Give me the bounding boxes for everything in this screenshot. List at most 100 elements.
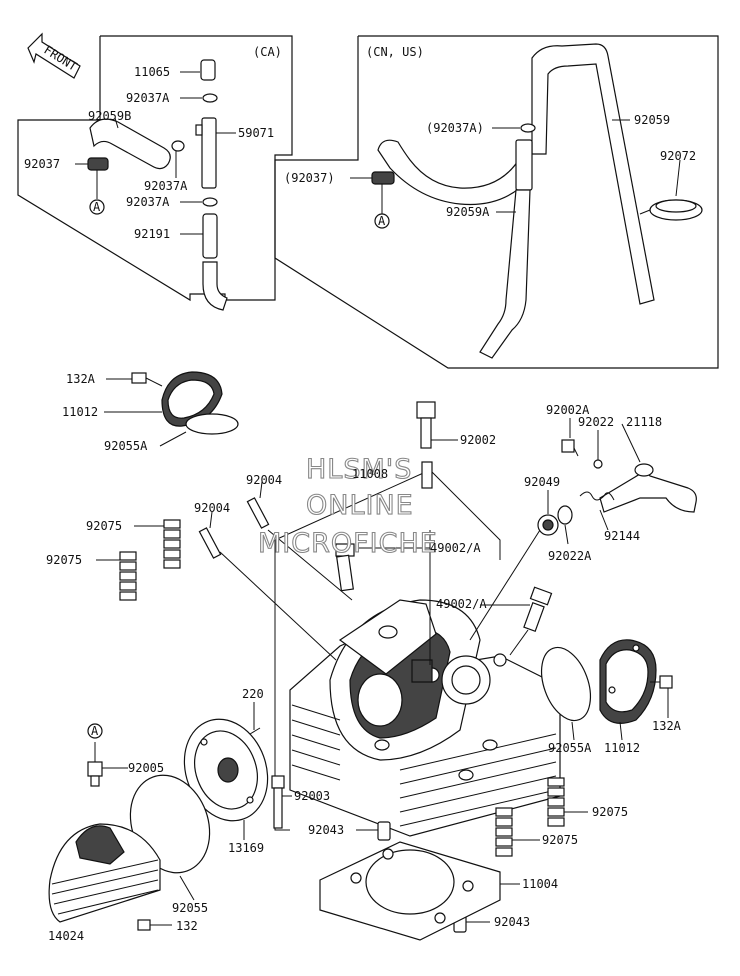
callout-a-bottom-letter: A (91, 724, 99, 738)
dowel-92043-a (356, 821, 391, 841)
head-fins (291, 704, 557, 827)
label-92059a: 92059A (446, 205, 490, 219)
cover-14024-fins (51, 859, 159, 915)
label-92055a-bottom: 92055A (548, 741, 592, 755)
label-132a-top: 132A (66, 372, 96, 386)
gasket-11004 (319, 841, 520, 941)
cap-11065 (200, 59, 216, 81)
watermark: HLSM'S ONLINE MICROFICHE (257, 453, 438, 559)
stud-92004-b (198, 511, 222, 559)
label-92043-a: 92043 (308, 823, 344, 837)
watermark-line-3: MICROFICHE (258, 528, 438, 559)
callout-a-ca-letter: A (93, 200, 101, 214)
clamp-92037a-ca1 (202, 93, 218, 103)
ca-box: (CA) (17, 35, 293, 302)
label-13169: 13169 (228, 841, 264, 855)
bolt-92002 (416, 401, 458, 489)
label-92037a-ca3: 92037A (126, 195, 170, 209)
label-59071: 59071 (238, 126, 274, 140)
label-92075-a: 92075 (86, 519, 122, 533)
bolt-92003 (271, 775, 292, 829)
label-92037a-ca1: 92037A (126, 91, 170, 105)
label-92075-c: 92075 (592, 805, 628, 819)
clamp-92037a-ca2 (171, 140, 185, 152)
cylinder-head (289, 599, 561, 837)
label-92144: 92144 (604, 529, 640, 543)
label-220: 220 (242, 687, 264, 701)
hose-92191-bend (202, 261, 228, 311)
bolt-11008 (421, 461, 433, 489)
cn-us-parts (350, 43, 703, 359)
label-21118: 21118 (626, 415, 662, 429)
label-92059b: 92059B (88, 109, 131, 123)
label-92002: 92002 (460, 433, 496, 447)
cover-11012-top (104, 371, 239, 447)
watermark-line-2: ONLINE (306, 490, 414, 521)
clamp-92037-ca (87, 157, 109, 171)
shims-92075-a (134, 519, 181, 569)
cn-us-box: (CN, US) (274, 35, 719, 369)
label-49002a-b: 49002/A (436, 597, 487, 611)
cn-us-box-title: (CN, US) (366, 45, 424, 59)
shims-92075-d (495, 807, 540, 857)
label-92005: 92005 (128, 761, 164, 775)
spring-92144 (579, 491, 615, 501)
shims-92075-c (547, 777, 588, 827)
watermark-line-1: HLSM'S (306, 454, 412, 485)
clamp-92037a-ca3 (202, 197, 218, 207)
callout-a-us-letter: A (378, 214, 386, 228)
label-11012-top: 11012 (62, 405, 98, 419)
label-92037a-ca2: 92037A (144, 179, 188, 193)
valve-guide-49002a-b (480, 586, 553, 633)
bolt-132 (137, 919, 151, 931)
bolt-92002a (561, 439, 575, 453)
cover-11012-bottom (540, 639, 673, 741)
part-labels: 11065 92037A 92059B 59071 92037 92037A 9… (24, 65, 696, 943)
hose-cn-us-loop (377, 139, 531, 206)
washer-92022a (557, 505, 573, 525)
label-49002a-a: 49002/A (430, 541, 481, 555)
ca-parts (75, 59, 236, 311)
tube-92191 (202, 213, 218, 259)
label-92037a-us: (92037A) (426, 121, 484, 135)
washer-92022 (593, 459, 603, 469)
label-92055a-top: 92055A (104, 439, 148, 453)
hose-92059 (531, 43, 655, 305)
label-132a-bottom: 132A (652, 719, 682, 733)
gasket-92055a-bottom (540, 646, 592, 722)
cover-13169 (183, 718, 269, 840)
cover-14024 (48, 742, 172, 931)
label-92022: 92022 (578, 415, 614, 429)
decomp-parts (537, 418, 697, 545)
label-11012-bottom: 11012 (604, 741, 640, 755)
pipe-59071 (201, 117, 217, 189)
label-92004-b: 92004 (194, 501, 230, 515)
label-92004-a: 92004 (246, 473, 282, 487)
clamp-92037a-us (520, 123, 536, 133)
label-92049: 92049 (524, 475, 560, 489)
callout-a-bottom: A (87, 723, 103, 739)
shims-92075-b (96, 551, 137, 601)
label-92191: 92191 (134, 227, 170, 241)
label-92003: 92003 (294, 789, 330, 803)
label-92059: 92059 (634, 113, 670, 127)
label-14024: 14024 (48, 929, 84, 943)
label-92055: 92055 (172, 901, 208, 915)
label-92043-b: 92043 (494, 915, 530, 929)
label-92002a: 92002A (546, 403, 590, 417)
label-11008: 11008 (352, 467, 388, 481)
stud-92004-a (246, 481, 270, 529)
ca-box-title: (CA) (253, 45, 282, 59)
assembly-lines (219, 469, 541, 831)
label-11004: 11004 (522, 877, 558, 891)
callout-a-us: A (374, 213, 390, 229)
hose-92059a (479, 189, 531, 359)
valve-guide-49002a-a (335, 543, 430, 592)
bolt-132a-top-head (131, 372, 147, 384)
label-92075-b: 92075 (46, 553, 82, 567)
bolt-132a-bottom (659, 675, 673, 689)
label-11065: 11065 (134, 65, 170, 79)
label-132: 132 (176, 919, 198, 933)
label-92037-us: (92037) (284, 171, 335, 185)
